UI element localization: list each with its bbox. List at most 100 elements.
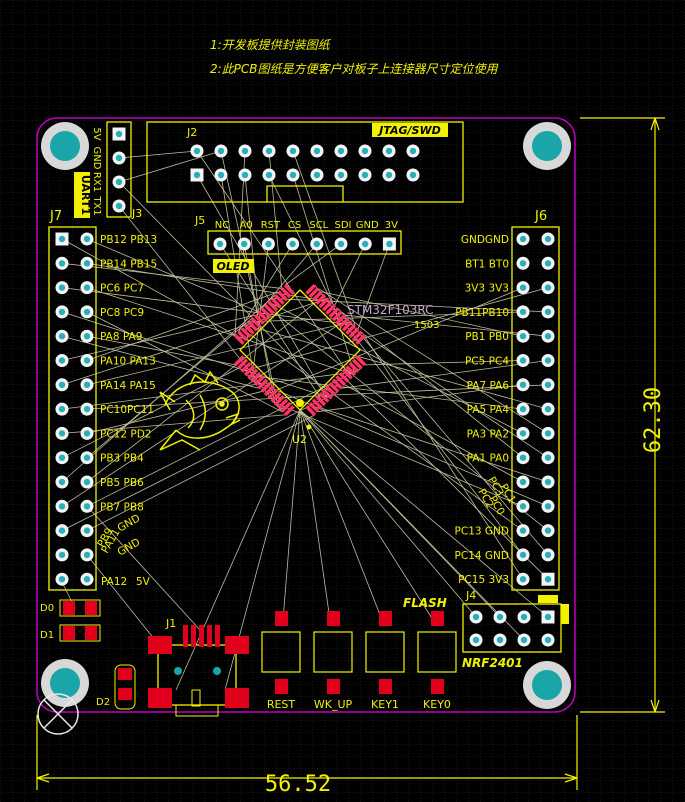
usb-pin	[207, 625, 212, 647]
chip-pin	[335, 375, 347, 387]
oled-label: OLED	[216, 260, 249, 273]
j7-pin	[80, 524, 94, 538]
j2-pin	[310, 168, 324, 182]
j7-row-label: PB3 PB4	[100, 453, 144, 465]
j5-pin-label: NC	[215, 220, 229, 231]
j6-pin	[516, 451, 530, 465]
trace	[268, 384, 549, 399]
chip-pin	[233, 355, 245, 367]
jtag-label: JTAG/SWD	[377, 124, 441, 137]
trace	[318, 384, 524, 412]
j6-pin	[516, 524, 530, 538]
nrf-label: NRF2401	[462, 656, 523, 670]
j4-pin	[517, 610, 531, 624]
j6-row-label: BT1 BT0	[465, 258, 509, 270]
j5-pin	[261, 237, 275, 251]
trace	[357, 243, 390, 329]
trace	[344, 314, 549, 337]
trace	[244, 324, 549, 410]
trace	[341, 311, 524, 459]
trace	[245, 374, 524, 410]
led-d1: D1	[40, 624, 101, 642]
chip-pin	[257, 378, 269, 390]
trace	[86, 291, 279, 361]
j6-pin	[516, 572, 530, 586]
j5-pin-label: CS	[288, 220, 301, 231]
j6-pin	[516, 281, 530, 295]
j7-bottom-label: PA12	[101, 576, 127, 588]
j5-pin	[213, 237, 227, 251]
push-button: KEY0	[417, 611, 457, 711]
trace	[61, 314, 256, 361]
j6-row-label: PC14 GND	[455, 550, 509, 562]
j2-pin	[406, 168, 420, 182]
j6-pin	[541, 548, 555, 562]
trace	[344, 384, 524, 483]
j7-pin	[80, 256, 94, 270]
chip-pin	[311, 398, 323, 410]
pin1-dot	[296, 399, 304, 407]
j3-designator: J3	[131, 207, 142, 220]
j7-row-label: PB5 PB6	[100, 477, 144, 489]
trace	[268, 174, 332, 302]
usb-pin	[191, 625, 196, 647]
j5-pin	[382, 237, 396, 251]
chip-pin	[328, 307, 340, 319]
j6-row-label: PA3 PA2	[467, 428, 509, 440]
oled-badge	[213, 259, 254, 273]
chip-pin	[277, 398, 289, 410]
j4-designator: J4	[465, 589, 476, 602]
j5-pin	[286, 237, 300, 251]
j7-row-label: PB12 PB13	[100, 234, 157, 246]
j6-pin	[541, 232, 555, 246]
j7-pin	[80, 354, 94, 367]
j2-pin	[286, 168, 300, 182]
j7-pin	[55, 451, 69, 465]
j7-pin	[80, 426, 94, 440]
trace	[299, 409, 331, 621]
chip-pin	[325, 303, 337, 315]
chip-pin	[257, 310, 269, 322]
j6-pin	[516, 402, 530, 416]
chip-pin	[280, 287, 292, 299]
j6-row-label: PB11PB10	[455, 307, 509, 319]
chip-pin	[253, 375, 265, 387]
trace	[61, 287, 355, 326]
j6-pin	[516, 548, 530, 562]
d1-designator: D1	[40, 630, 54, 641]
j6-pin	[541, 524, 555, 538]
trace	[220, 150, 279, 409]
j7-pin	[55, 256, 69, 270]
button-label: KEY1	[371, 698, 399, 711]
flash-label: FLASH	[403, 596, 447, 610]
j7-pin	[80, 499, 94, 513]
j7-pin	[80, 329, 94, 343]
j2-pin	[358, 168, 372, 182]
trace	[361, 331, 524, 580]
trace	[341, 360, 549, 389]
j3-pin	[112, 175, 126, 189]
j7-pin	[80, 281, 94, 295]
chip-pin	[315, 395, 327, 407]
j5-designator: J5	[194, 214, 205, 227]
j3-pin	[112, 151, 126, 165]
chip-pin	[243, 365, 255, 377]
j2-pin	[238, 168, 252, 182]
j5-pin-label: A0	[240, 220, 253, 231]
chip-pin	[273, 293, 285, 305]
trace	[118, 181, 332, 399]
j6-pin	[516, 256, 530, 270]
chip-pin	[335, 313, 347, 325]
chip-pin	[237, 358, 249, 370]
j7-row-label: PA10 PA13	[100, 356, 156, 368]
j6-pin	[541, 572, 555, 586]
j2-pin	[190, 144, 204, 158]
chip-pin	[348, 361, 360, 373]
j7-pin	[80, 402, 94, 416]
j6-pin	[541, 402, 555, 416]
chip-pin	[351, 358, 363, 370]
j2-pin	[310, 144, 324, 158]
